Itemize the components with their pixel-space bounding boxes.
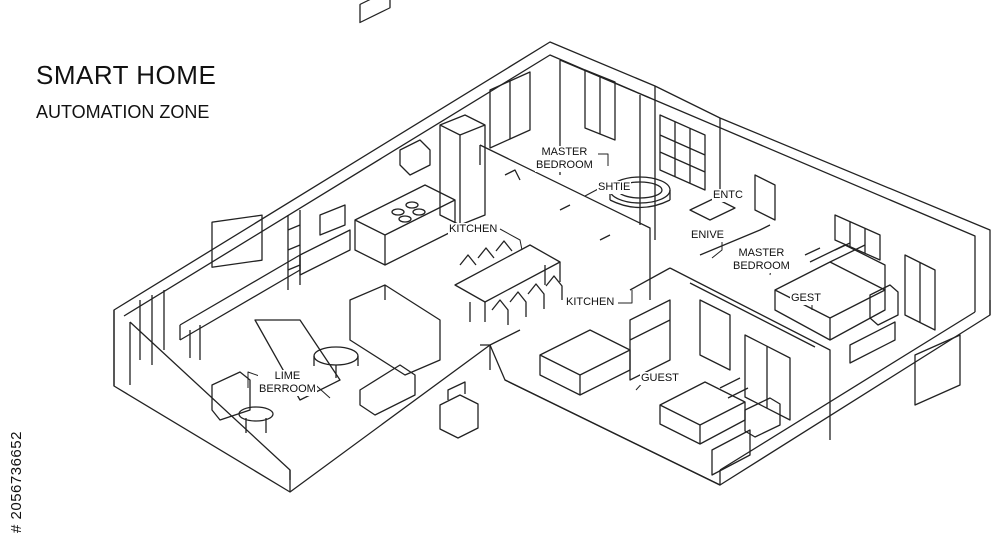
- living-room-furniture: [139, 214, 441, 433]
- leader-lines: [247, 153, 813, 399]
- guest-room-furniture: [659, 299, 791, 476]
- room-label-kitchen-mid: KITCHEN: [565, 296, 616, 309]
- room-label-living: LIME BERROOM: [258, 370, 317, 396]
- room-label-entrance: ENTC: [712, 189, 744, 202]
- chair-outside: [439, 381, 479, 439]
- top-rooms-furniture: [489, 69, 776, 241]
- page-subtitle: AUTOMATION ZONE: [36, 102, 210, 122]
- room-label-bath: SHTIE: [597, 181, 632, 194]
- room-label-master-right: MASTER BEDROOM: [732, 247, 791, 273]
- room-label-guest: GUEST: [640, 372, 680, 385]
- room-label-drive: ENIVE: [690, 229, 726, 242]
- page-title: SMART HOME: [36, 60, 217, 90]
- kitchen-furniture: [287, 0, 671, 396]
- room-label-kitchen-top: KITCHEN: [448, 223, 499, 236]
- room-label-master-top: MASTER BEDROOM: [535, 146, 594, 172]
- room-label-gest: GEST: [790, 292, 822, 305]
- right-bedroom-furniture: [774, 214, 961, 406]
